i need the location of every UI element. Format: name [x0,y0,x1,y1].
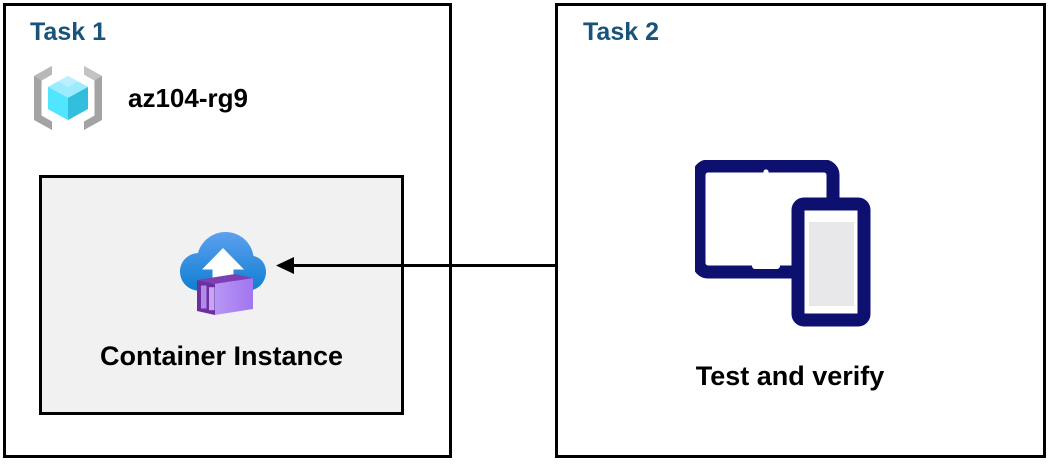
test-and-verify-group: Test and verify [670,160,910,392]
devices-tablet-phone-icon [695,160,885,335]
container-instance-panel: Container Instance [39,175,404,415]
resource-group-label: az104-rg9 [128,82,248,113]
azure-resource-group-icon [30,62,106,134]
task-1-title: Task 1 [30,18,106,46]
azure-container-instance-icon [174,223,270,319]
resource-group-row: az104-rg9 [30,62,248,134]
test-and-verify-label: Test and verify [695,361,885,391]
task-2-title: Task 2 [583,18,659,46]
container-instance-label: Container Instance [99,340,344,371]
